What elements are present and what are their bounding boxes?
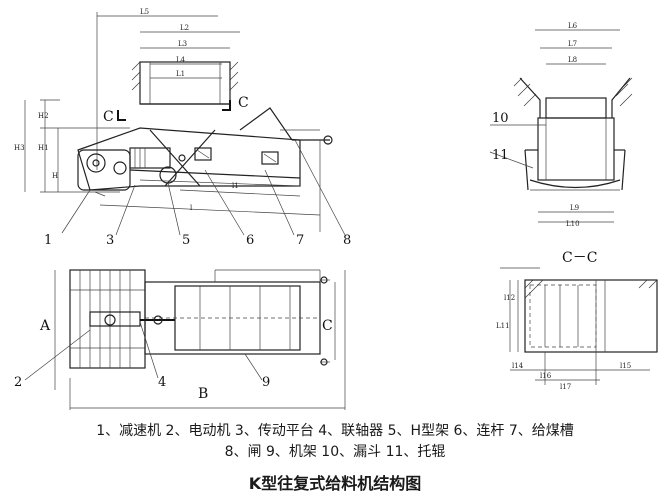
callout-10: 10 [492, 111, 509, 126]
end-view: L6 L7 L8 L9 L10 10 11 C－C [489, 22, 633, 266]
dim-l9: L9 [570, 204, 579, 212]
svg-text:l17: l17 [560, 383, 571, 391]
structure-drawing: L5 L2 L3 L4 L1 H3 H2 H1 H C C [14, 8, 658, 410]
section-title-cc: C－C [562, 250, 597, 266]
dim-h: H [52, 172, 58, 180]
dim-l3: L3 [178, 40, 187, 48]
side-elevation-view: L5 L2 L3 L4 L1 H3 H2 H1 H C C [14, 8, 351, 248]
figure-caption: K型往复式给料机结构图 [248, 474, 422, 493]
section-mark-c-left: C [103, 109, 114, 125]
svg-text:l1: l1 [232, 182, 239, 190]
dim-l6: L6 [568, 22, 578, 30]
svg-text:l14: l14 [512, 362, 524, 370]
legend-line-1: 1、减速机 2、电动机 3、传动平台 4、联轴器 5、H型架 6、连杆 7、给煤… [96, 423, 574, 439]
section-mark-c-right: C [238, 95, 249, 111]
plan-view: A B C 2 4 9 [14, 269, 346, 410]
dim-l5: L5 [140, 8, 149, 16]
callout-3: 3 [106, 233, 114, 248]
callout-8: 8 [343, 233, 351, 248]
dim-b: B [198, 386, 208, 402]
dim-l1: L1 [176, 70, 185, 78]
dim-h2: H2 [38, 112, 49, 120]
callout-11: 11 [492, 148, 509, 163]
dim-l10: L10 [566, 220, 580, 228]
callout-1: 1 [44, 233, 52, 248]
dim-l4: L4 [176, 56, 186, 64]
dim-h1: H1 [38, 144, 49, 152]
callout-2: 2 [14, 375, 22, 390]
section-mark-c-plan: C [322, 318, 333, 334]
dim-l11: L11 [496, 322, 510, 330]
svg-text:l12: l12 [504, 294, 515, 302]
dim-a: A [39, 318, 51, 334]
svg-text:l: l [190, 204, 193, 212]
component-legend: 1、减速机 2、电动机 3、传动平台 4、联轴器 5、H型架 6、连杆 7、给煤… [0, 421, 670, 463]
svg-text:l16: l16 [540, 372, 552, 380]
callout-4: 4 [158, 375, 166, 390]
dim-h3: H3 [14, 144, 25, 152]
callout-6: 6 [246, 233, 254, 248]
section-cc-view: l12 L11 l14 l16 l17 l15 [496, 267, 658, 391]
dim-l8: L8 [568, 56, 577, 64]
callout-5: 5 [182, 233, 190, 248]
svg-text:l15: l15 [620, 362, 631, 370]
callout-9: 9 [262, 375, 270, 390]
callout-7: 7 [296, 233, 304, 248]
legend-line-2: 8、闸 9、机架 10、漏斗 11、托辊 [224, 444, 446, 460]
dim-l2: L2 [180, 24, 189, 32]
dim-l7: L7 [568, 40, 577, 48]
